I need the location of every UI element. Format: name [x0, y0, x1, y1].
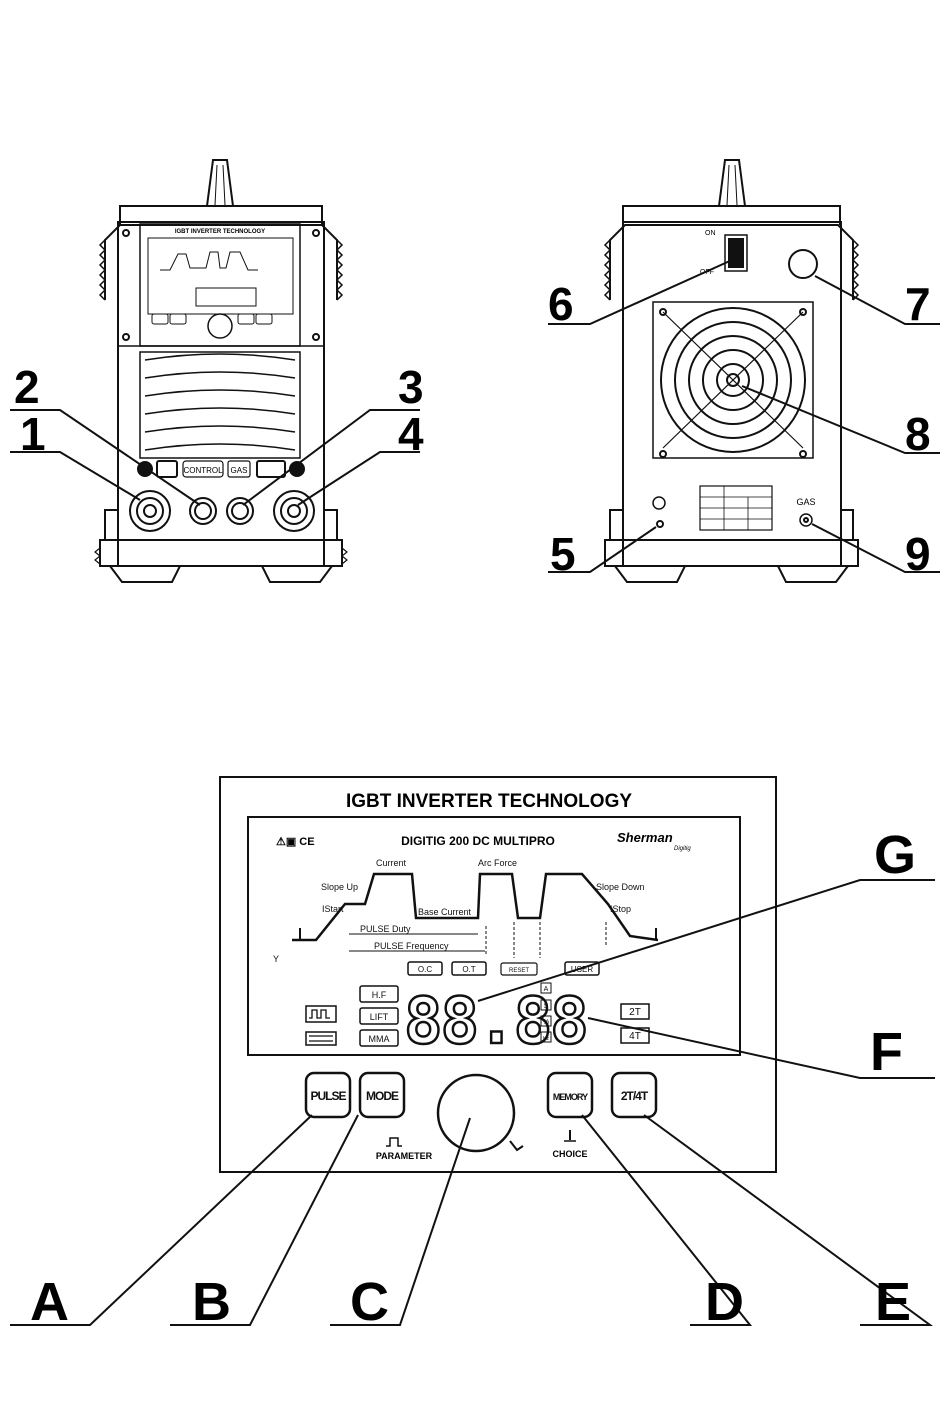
- cert-marks: ⚠▣ CE: [276, 836, 315, 848]
- callout-3: 3: [398, 361, 424, 413]
- callout-7: 7: [905, 278, 931, 330]
- pulse-button[interactable]: PULSE: [310, 1089, 347, 1103]
- panel-model: DIGITIG 200 DC MULTIPRO: [401, 834, 555, 848]
- control-panel: [219, 776, 777, 1173]
- graph-label-pulse-duty: PULSE Duty: [360, 924, 411, 934]
- callout-d: D: [705, 1272, 744, 1332]
- graph-label-istop: IStop: [610, 904, 631, 914]
- indicator-reset: RESET: [509, 968, 529, 974]
- mode-indicator-mma: MMA: [369, 1034, 390, 1044]
- graph-label-pulse-frequency: PULSE Frequency: [374, 941, 449, 951]
- callout-c: C: [350, 1272, 389, 1332]
- panel-brand: Sherman: [617, 830, 673, 845]
- mode-button[interactable]: MODE: [366, 1089, 400, 1103]
- graph-y-marker: Y: [273, 954, 279, 964]
- indicator-ot: O.T: [462, 965, 475, 974]
- panel-header: IGBT INVERTER TECHNOLOGY: [346, 791, 632, 812]
- trigger-button[interactable]: 2T/4T: [621, 1089, 650, 1103]
- mode-indicator-hf: H.F: [372, 990, 387, 1000]
- callout-e: E: [875, 1272, 911, 1332]
- indicator-user: USER: [571, 965, 593, 974]
- front-header-text: IGBT INVERTER TECHNOLOGY: [175, 229, 265, 235]
- callout-1: 1: [20, 408, 46, 460]
- switch-on-label: ON: [705, 230, 716, 237]
- graph-label-slope-up: Slope Up: [321, 882, 358, 892]
- callout-f: F: [870, 1022, 903, 1082]
- seven-segment-display: 88.88: [404, 985, 587, 1059]
- graph-label-slope-down: Slope Down: [596, 882, 645, 892]
- gas-inlet-label: GAS: [796, 497, 815, 507]
- callout-g: G: [874, 825, 916, 885]
- mode-indicator-lift: LIFT: [370, 1012, 389, 1022]
- parameter-label: PARAMETER: [376, 1151, 433, 1161]
- rear-unit-text: ON OFF GAS: [700, 230, 816, 507]
- callout-8: 8: [905, 408, 931, 460]
- callout-a: A: [30, 1272, 69, 1332]
- callout-2: 2: [14, 361, 40, 413]
- callout-9: 9: [905, 528, 931, 580]
- callout-6: 6: [548, 278, 574, 330]
- memory-button[interactable]: MEMORY: [553, 1092, 589, 1102]
- graph-label-current: Current: [376, 858, 407, 868]
- callout-4: 4: [398, 408, 424, 460]
- choice-label: CHOICE: [552, 1149, 587, 1159]
- graph-label-istart: IStart: [322, 904, 344, 914]
- front-callouts: 1 2 3 4: [14, 361, 424, 460]
- trigger-indicator-2t: 2T: [629, 1007, 641, 1018]
- front-gas-button-label: GAS: [231, 466, 248, 475]
- graph-label-arc-force: Arc Force: [478, 858, 517, 868]
- rear-unit: [603, 159, 860, 583]
- panel-brand-sub: Digitig: [674, 846, 691, 852]
- front-unit-panel-text: IGBT INVERTER TECHNOLOGY CONTROL GAS: [175, 229, 265, 475]
- unit-indicator-percent: %: [543, 1019, 549, 1026]
- panel-callout-leaders: [10, 879, 935, 1326]
- front-control-button-label: CONTROL: [183, 466, 223, 475]
- unit-indicator-a: A: [544, 986, 549, 993]
- control-panel-text: IGBT INVERTER TECHNOLOGY DIGITIG 200 DC …: [273, 791, 691, 1161]
- indicator-oc: O.C: [418, 965, 432, 974]
- graph-label-base-current: Base Current: [418, 907, 472, 917]
- rear-callout-leaders: [548, 259, 940, 573]
- panel-callouts: A B C D E F G: [30, 825, 916, 1332]
- unit-indicator-s: S: [544, 1003, 549, 1010]
- callout-5: 5: [550, 528, 576, 580]
- callout-b: B: [192, 1272, 231, 1332]
- trigger-indicator-4t: 4T: [629, 1031, 641, 1042]
- rear-callouts: 5 6 7 8 9: [548, 278, 931, 580]
- switch-off-label: OFF: [700, 269, 714, 276]
- unit-indicator-hz: Hz: [543, 1036, 550, 1042]
- front-callout-leaders: [10, 409, 420, 506]
- front-unit: [94, 159, 348, 583]
